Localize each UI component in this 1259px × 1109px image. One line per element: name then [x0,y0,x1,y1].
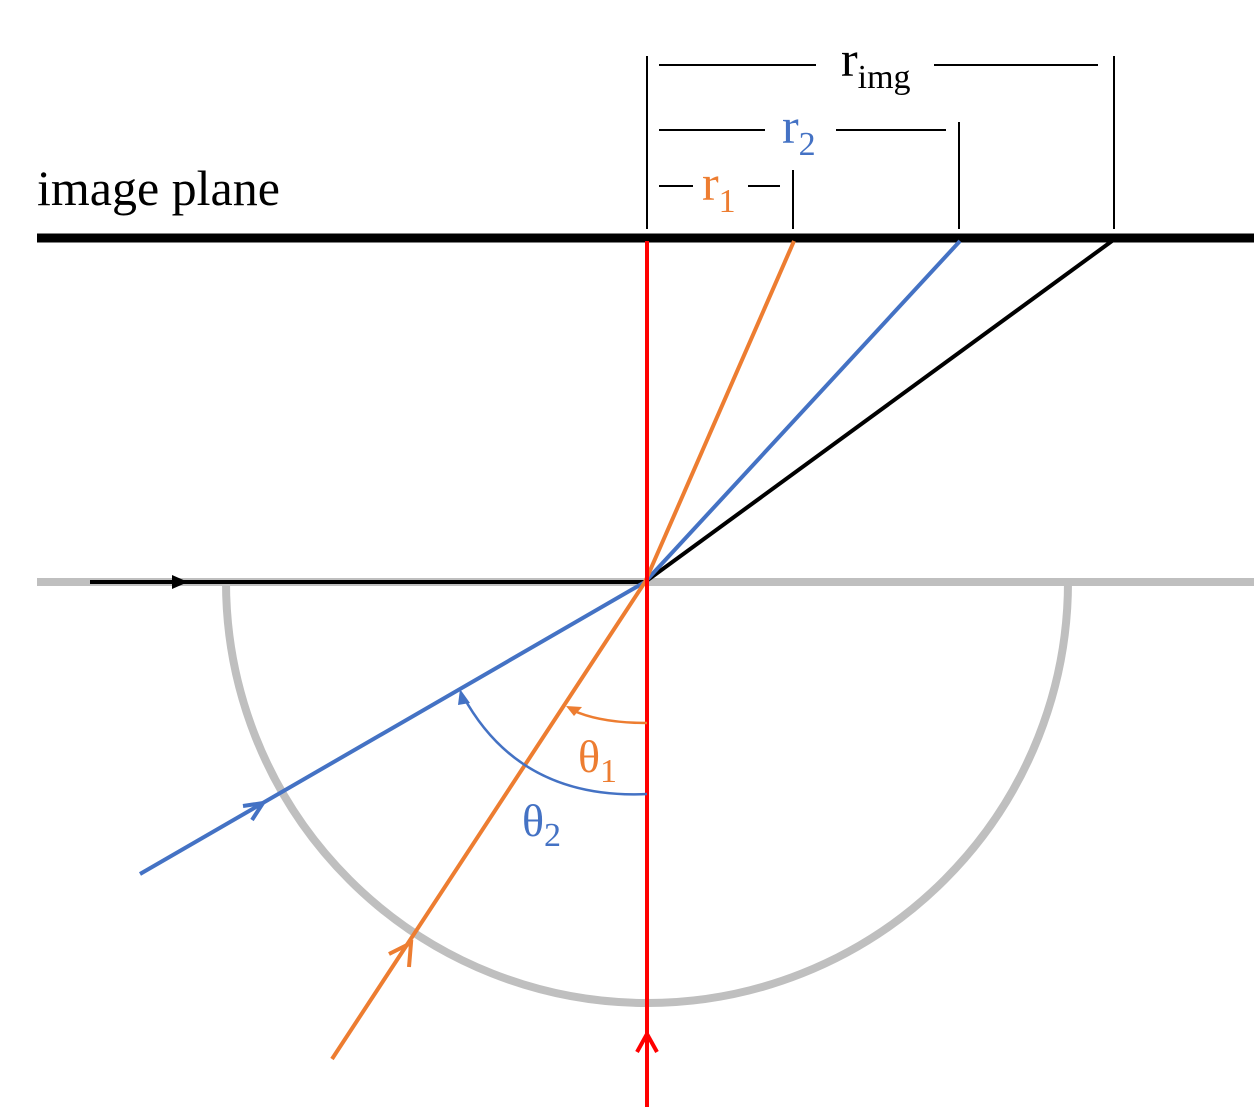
theta2-label: θ2 [522,795,561,854]
orange-ray-incoming [330,580,647,1061]
orange-ray-arrowhead [388,939,414,968]
r-img-label: rimg [841,31,911,96]
theta1-label: θ1 [578,731,617,790]
r2-label: r2 [782,98,816,163]
blue-ray-outgoing [643,239,962,584]
theta1-arc [571,708,648,725]
black-ray-outgoing [643,239,1114,584]
black-ray-arrowhead [172,575,188,589]
r1-label: r1 [702,155,736,220]
blue-ray-arrowhead [242,800,268,822]
theta2-arc-arrowhead [458,689,470,705]
orange-ray-outgoing [643,240,796,583]
blue-ray-incoming [138,580,647,876]
optical-axis-arrowhead [635,1029,659,1053]
theta2-arc [461,695,648,796]
theta1-arc-arrowhead [566,706,582,716]
image-plane-label: image plane [37,160,280,216]
